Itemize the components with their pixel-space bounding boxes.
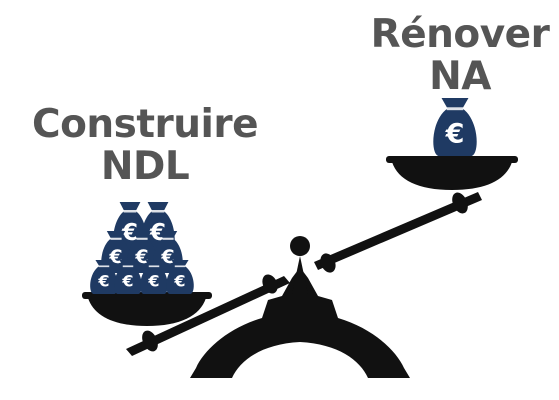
- euro-symbol: €: [108, 246, 122, 268]
- money-bag-tie: [148, 265, 160, 268]
- money-bag-icon: [114, 260, 142, 294]
- euro-symbol: €: [97, 272, 109, 291]
- label-right-line-1: Rénover: [370, 12, 550, 57]
- scale-pan-right: [392, 162, 512, 190]
- money-bag-left-6: €: [90, 260, 118, 294]
- scale-beam-left: [126, 276, 290, 356]
- label-right-line-2: NA: [429, 54, 491, 99]
- euro-symbol: €: [173, 272, 185, 291]
- scale-beam-left-end: [142, 330, 158, 352]
- euro-symbol: €: [160, 246, 174, 268]
- money-bag-tie: [98, 265, 110, 268]
- money-bag-tie: [110, 237, 122, 240]
- money-bag-tie: [446, 107, 464, 111]
- scale-base: [190, 270, 410, 378]
- money-bag-tie: [123, 210, 137, 213]
- scale-structure: [82, 156, 518, 378]
- scale-pivot-knob: [290, 236, 310, 256]
- scale-pivot: [292, 256, 308, 294]
- scale-beam-left-joint: [262, 274, 278, 294]
- money-bag-tie: [174, 265, 186, 268]
- money-bag-icon: [140, 260, 168, 294]
- money-bag-left-9: €: [166, 260, 194, 294]
- money-bag-tie: [151, 210, 165, 213]
- money-bags-left: €€€€€€€€€: [90, 202, 194, 294]
- scale-beam-right: [314, 192, 482, 270]
- scale-pan-left: [88, 298, 206, 326]
- money-bag-icon: [90, 260, 118, 294]
- money-bag-tie: [136, 237, 148, 240]
- money-bag-left-7: €: [114, 260, 142, 294]
- money-bag-tie: [122, 265, 134, 268]
- scale-pan-right-rim: [386, 156, 518, 163]
- money-bag-tie: [162, 237, 174, 240]
- label-left-line-1: Construire: [31, 102, 259, 147]
- money-bag-right-1: €: [433, 98, 477, 156]
- label-renover-na: Rénover NA: [360, 14, 559, 98]
- label-left-line-2: NDL: [100, 144, 190, 189]
- euro-symbol: €: [147, 272, 159, 291]
- money-bag-icon: [433, 98, 477, 156]
- scale-beam-right-joint: [320, 253, 336, 273]
- euro-symbol: €: [121, 272, 133, 291]
- label-construire-ndl: Construire NDL: [20, 104, 270, 188]
- euro-symbol: €: [445, 118, 465, 149]
- money-bag-icon: [166, 260, 194, 294]
- money-bags-right: €: [433, 98, 477, 156]
- euro-symbol: €: [134, 246, 148, 268]
- scale-beam-right-end: [452, 192, 468, 214]
- euro-symbol: €: [121, 220, 138, 246]
- money-bag-left-8: €: [140, 260, 168, 294]
